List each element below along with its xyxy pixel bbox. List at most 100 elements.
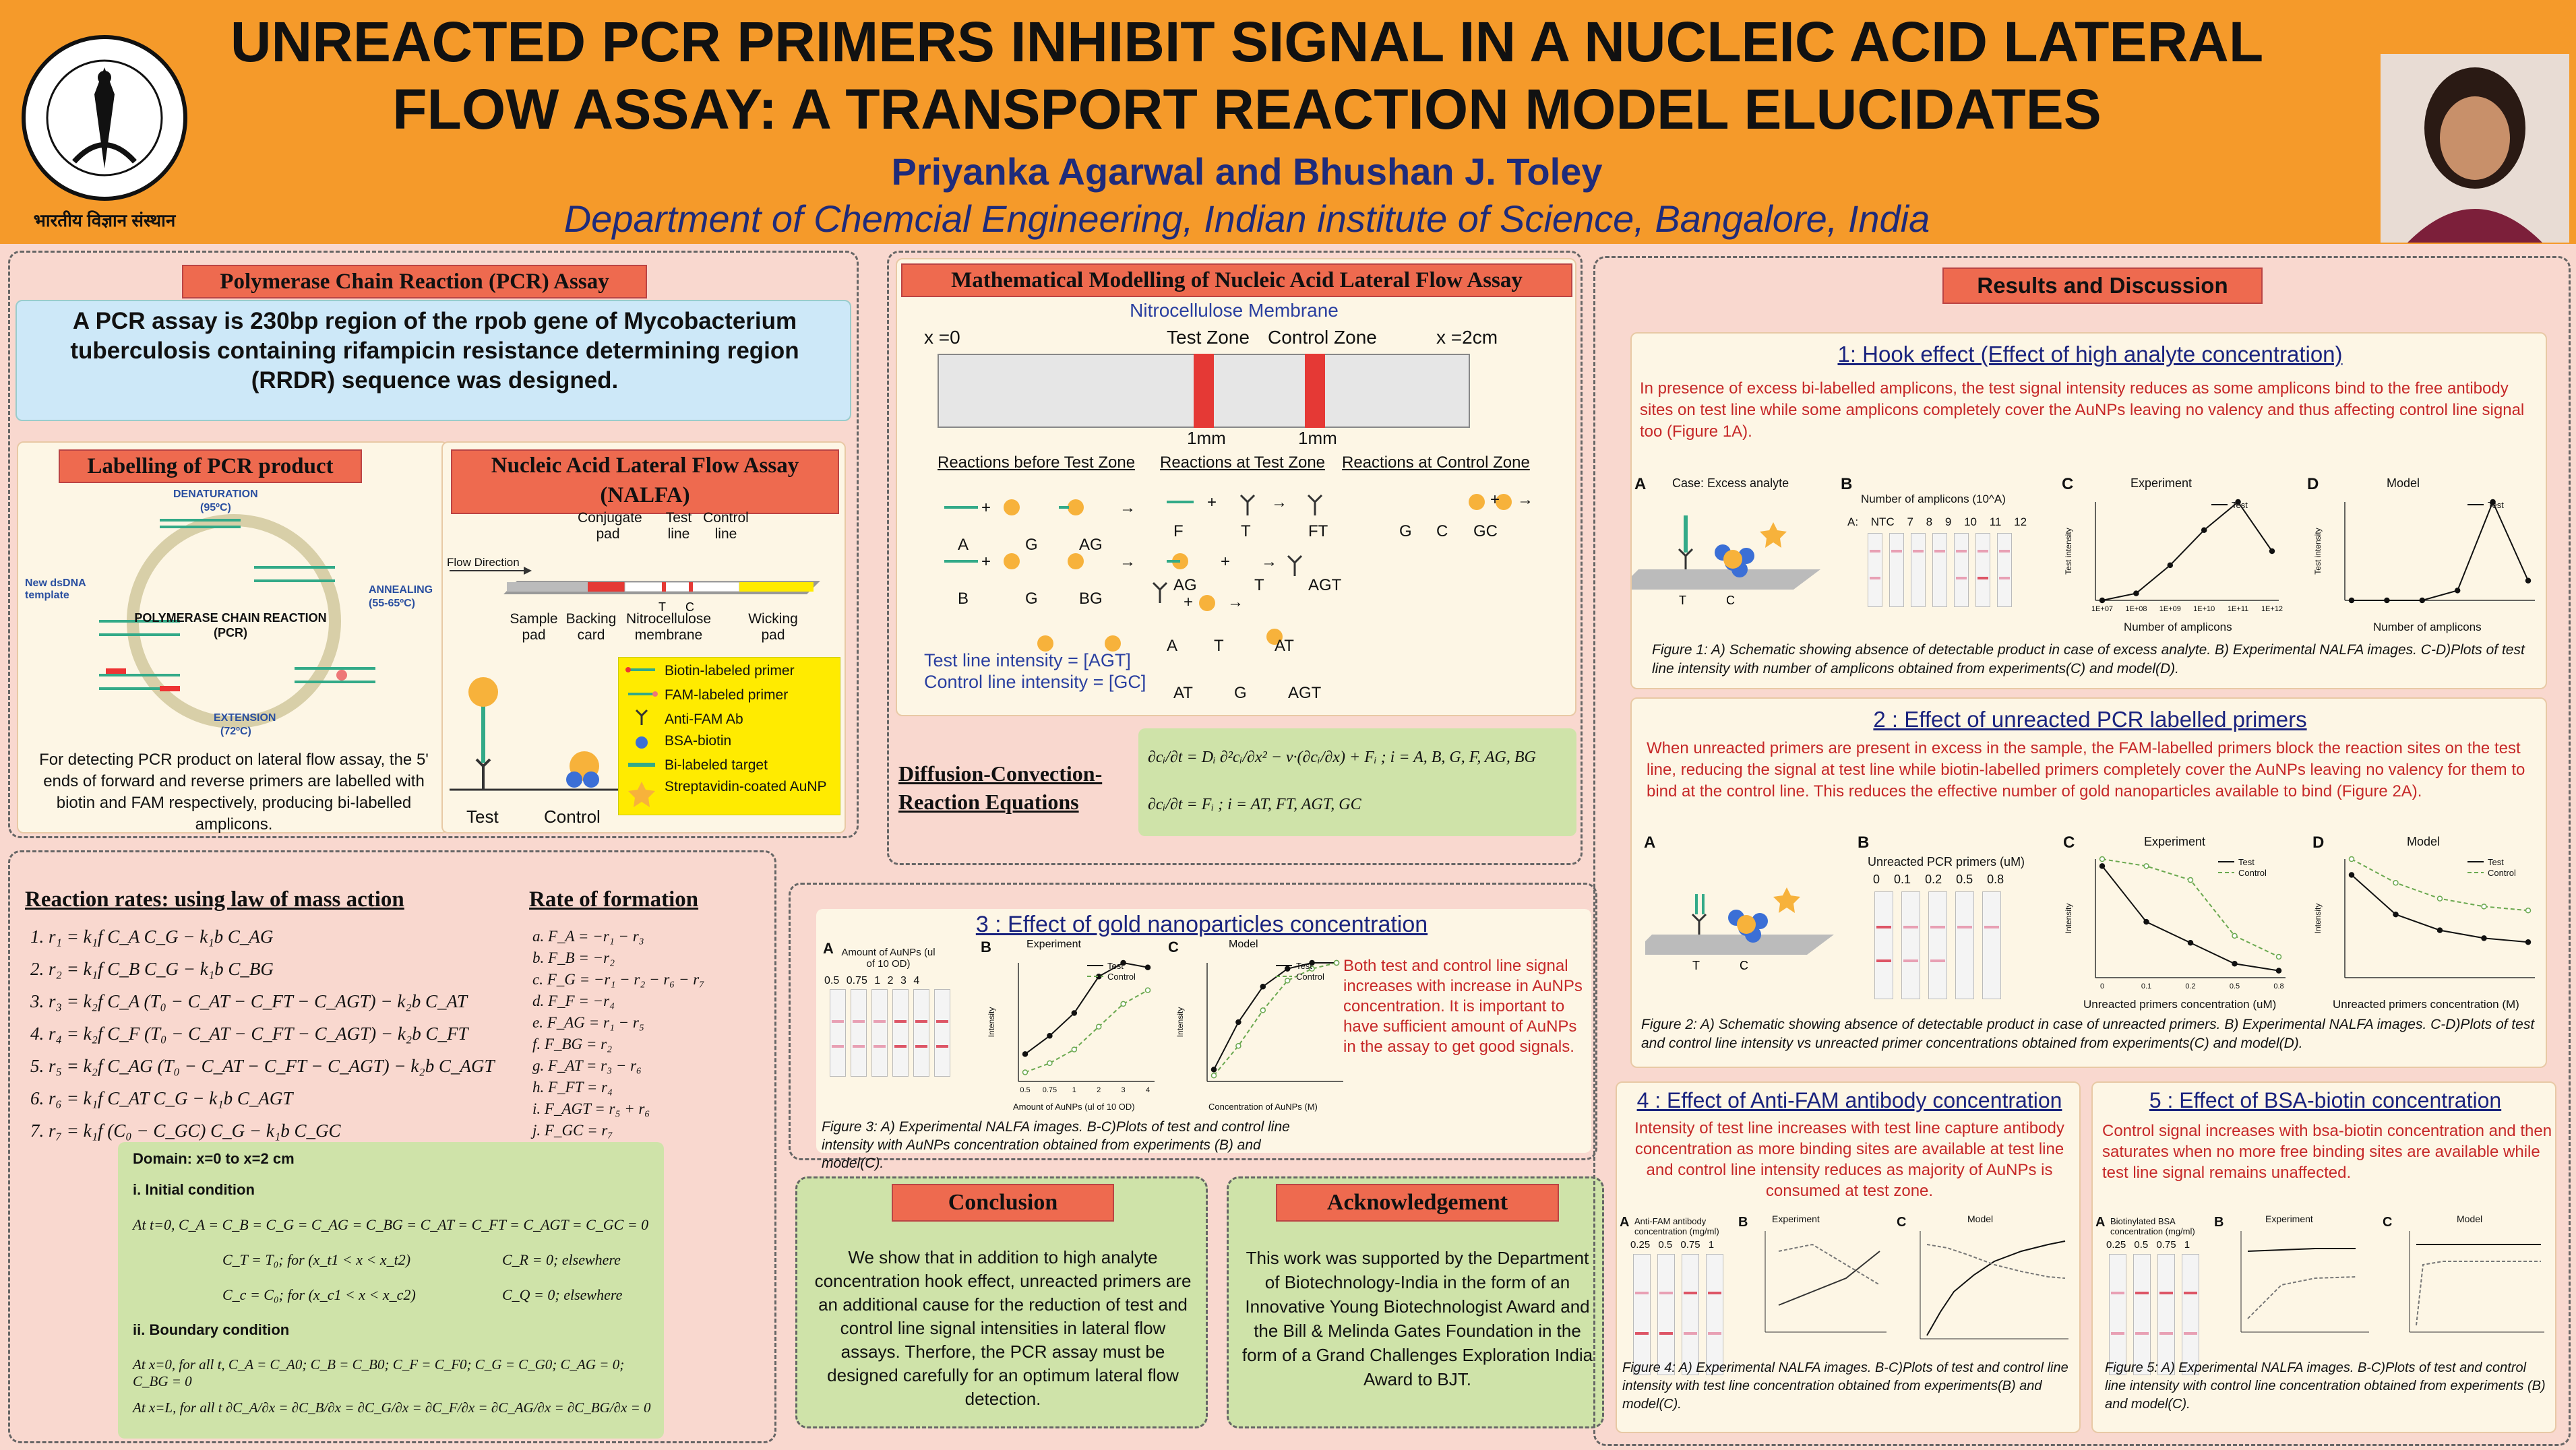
eq2: ∂cᵢ/∂t = Fᵢ ; i = AT, FT, AGT, GC [1148,796,1361,813]
sp-F: F [1173,522,1184,540]
strip [913,989,929,1077]
svg-text:+: + [1207,493,1217,511]
legend-fam-primer: FAM-labeled primer [665,687,789,703]
model-title: Mathematical Modelling of Nucleic Acid L… [901,263,1572,297]
data-point [1022,1069,1029,1075]
hook-amplicons-label: Number of amplicons (10^A) [1861,493,2006,505]
strip [1954,533,1969,607]
gold-strip-v1: 0.75 [846,975,867,986]
data-point [1022,1051,1029,1057]
control-zone-label: Control Zone [1268,327,1377,348]
formation-c: c. F_G = −r₁ − r₂ − r₆ − r₇ [532,971,705,988]
model-box: Mathematical Modelling of Nucleic Acid L… [896,258,1576,716]
data-point [2133,590,2139,596]
primers-strip-label: Unreacted PCR primers (uM) [1868,855,2025,869]
conclusion-title: Conclusion [892,1184,1114,1222]
hook-model-title: Model [2387,476,2420,490]
legend-label: Control [1107,972,1136,982]
data-point [2232,961,2238,967]
data-point [2490,499,2496,505]
model-panel: Mathematical Modelling of Nucleic Acid L… [887,251,1583,865]
gold-strip-v5: 4 [913,975,920,986]
sp-FT: FT [1308,522,1328,540]
primers-sv1: 0.1 [1894,873,1911,886]
antifam-sv3: 1 [1708,1239,1715,1251]
svg-text:+: + [1490,491,1500,509]
labelling-text: For detecting PCR product on lateral flo… [39,751,429,833]
series-line-test [2102,501,2273,601]
antifam-sv1: 0.5 [1658,1239,1673,1251]
data-point [2187,939,2194,946]
strip [1889,533,1904,607]
wicking-pad-label: Wicking pad [748,611,798,643]
antifam-model-chart [1920,1231,2068,1339]
authors: Priyanka Agarwal and Bhushan J. Toley [891,150,1603,193]
hook-B: B [1841,475,1853,493]
bsa-sv3: 1 [2184,1239,2190,1251]
nalfa-legend: Biotin-labeled primer FAM-labeled primer… [618,657,840,815]
sp-AT2: AT [1173,684,1193,702]
hook-sv6: 12 [2014,515,2027,528]
data-point [1047,1060,1053,1067]
sp-AGT1: AGT [1308,576,1342,594]
sp-AG2: AG [1173,576,1197,594]
data-point [2275,953,2282,960]
poster-title-line1: UNREACTED PCR PRIMERS INHIBIT SIGNAL IN … [230,10,2264,73]
gold-C: C [1168,939,1179,955]
control-line-label: Control line [703,510,749,542]
formation-e: e. F_AG = r₁ − r₅ [532,1014,644,1031]
bsa-caption: Figure 5: A) Experimental NALFA images. … [2105,1360,2546,1412]
gold-chart-c-title: Model [1229,939,1258,950]
data-point [1144,964,1151,971]
x-tick-label: 0.75 [1043,1086,1057,1094]
series-line-test [1024,962,1148,1055]
institute-logo: भारतीय विज्ञान संस्थान [13,27,195,236]
svg-text:T: T [658,600,666,614]
gold-text: Both test and control line signal increa… [1343,957,1583,1056]
primers-model-xlabel: Unreacted primers concentration (M) [2333,998,2519,1011]
cycle-center: POLYMERASE CHAIN REACTION [134,611,327,625]
labelling-box: Labelling of PCR product DENATURATION (9… [17,441,448,833]
primers-sv4: 0.8 [1987,873,2004,886]
bsa-B: B [2214,1215,2224,1230]
legend-bsa-biotin: BSA-biotin [665,733,732,749]
data-point [2393,879,2399,886]
ack-panel: Acknowledgement This work was supported … [1227,1176,1604,1428]
labelling-title: Labelling of PCR product [59,449,362,483]
hook-sv3: 9 [1944,515,1952,528]
test-intensity-text: Test line intensity = [AGT] [924,650,1131,670]
y-axis-label: Intensity [1175,1007,1185,1038]
flow-direction-label: Flow Direction [447,556,520,569]
hook-strip-values: A: NTC 7 8 9 10 11 12 [1847,515,2027,529]
x-tick-label: 0.2 [2185,982,2195,990]
data-point [2201,527,2207,533]
rate-4: 4. r₄ = k₂f C_F (T₀ − C_AT − C_FT − C_AG… [30,1023,468,1044]
test-zone-bar [1194,354,1214,428]
formation-b: b. F_B = −r₂ [532,949,615,966]
conclusion-text: We show that in addition to high analyte… [814,1247,1192,1409]
svg-text:→: → [1271,493,1287,511]
formation-i: i. F_AGT = r₅ + r₆ [532,1100,650,1117]
department: Department of Chemcial Engineering, Indi… [563,197,1930,240]
domain-text: Domain: x=0 to x=2 cm [133,1150,295,1167]
svg-text:+: + [1221,553,1230,571]
rates-title: Reaction rates: using law of mass action [25,887,404,912]
gold-A: A [823,940,834,957]
conclusion-panel: Conclusion We show that in addition to h… [795,1176,1208,1428]
strip [1911,533,1926,607]
bsa-experiment-chart [2240,1231,2369,1333]
antifam-A: A [1620,1215,1630,1230]
data-point [2187,877,2194,883]
strip [1932,533,1947,607]
strip [1975,533,1990,607]
data-point [1309,959,1315,966]
strip [1682,1254,1699,1375]
svg-text:→: → [1120,499,1136,517]
cycle-annealing-temp: (55-65ºC) [369,598,415,609]
pcr-intro-text: A PCR assay is 230bp region of the rpob … [70,308,799,393]
antifam-C: C [1897,1215,1907,1230]
y-axis-label: Test intensity [2313,528,2323,574]
nalfa-title: Nucleic Acid Lateral Flow Assay (NALFA) [451,449,839,514]
